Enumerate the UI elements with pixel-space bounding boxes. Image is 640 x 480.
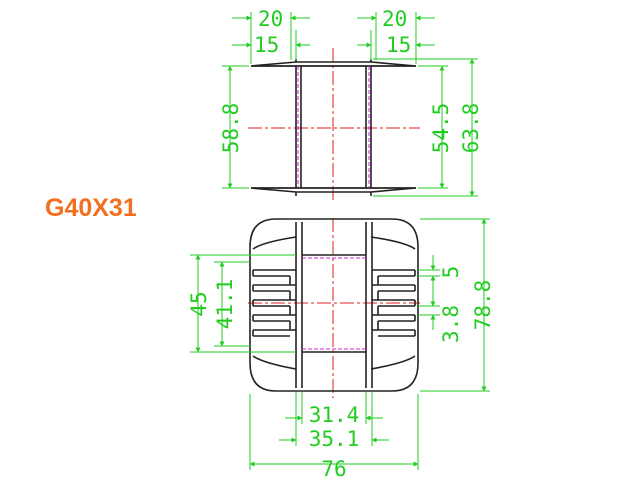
top-hidden-lines bbox=[297, 66, 370, 188]
dim-top-flange-left: 20 bbox=[258, 7, 283, 31]
dim-bottom-inner-width: 31.4 bbox=[309, 403, 360, 427]
dim-top-inner-left: 15 bbox=[254, 33, 279, 57]
bottom-hidden-lines bbox=[302, 257, 366, 350]
bottom-outline bbox=[249, 218, 419, 392]
top-center-lines bbox=[248, 48, 420, 200]
dim-top-outer-height: 63.8 bbox=[459, 103, 483, 154]
top-outline bbox=[250, 59, 417, 196]
dim-bottom-overall-height: 78.8 bbox=[471, 280, 495, 331]
top-dimensions bbox=[222, 12, 478, 197]
dim-top-height-left: 58.8 bbox=[219, 103, 243, 154]
dim-top-flange-right: 20 bbox=[382, 7, 407, 31]
bottom-view: 45 41.1 5 3.8 78.8 31.4 35.1 76 bbox=[187, 218, 495, 480]
dim-top-inner-right: 15 bbox=[386, 33, 411, 57]
part-title: G40X31 bbox=[45, 194, 137, 222]
dim-bottom-slot-gap: 3.8 bbox=[439, 305, 463, 343]
top-view: 20 15 20 15 58.8 54.5 63.8 bbox=[219, 7, 483, 200]
dim-bottom-outer-width: 35.1 bbox=[309, 427, 360, 451]
dim-bottom-height-outer: 45 bbox=[187, 291, 211, 316]
dim-bottom-height-inner: 41.1 bbox=[213, 279, 237, 330]
dim-bottom-overall-width: 76 bbox=[321, 457, 346, 480]
dim-top-inner-height: 54.5 bbox=[429, 103, 453, 154]
dim-bottom-slot-width: 5 bbox=[439, 266, 463, 279]
bottom-dimensions bbox=[190, 218, 490, 470]
bottom-center-lines bbox=[248, 218, 420, 398]
